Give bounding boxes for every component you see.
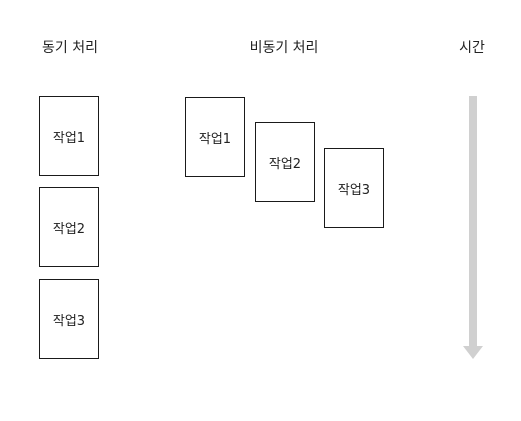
async-task-1: 작업1 [185,97,245,177]
sync-task-1: 작업1 [39,96,99,176]
time-arrow-shaft [469,96,477,348]
time-arrow-head [463,346,483,359]
sync-task-3: 작업3 [39,279,99,359]
arrow-down-icon [463,96,483,359]
async-task-2: 작업2 [255,122,315,202]
sync-task-2: 작업2 [39,187,99,267]
heading-async: 비동기 처리 [249,40,319,56]
heading-sync: 동기 처리 [42,40,98,56]
async-task-3: 작업3 [324,148,384,228]
heading-time: 시간 [459,40,485,56]
